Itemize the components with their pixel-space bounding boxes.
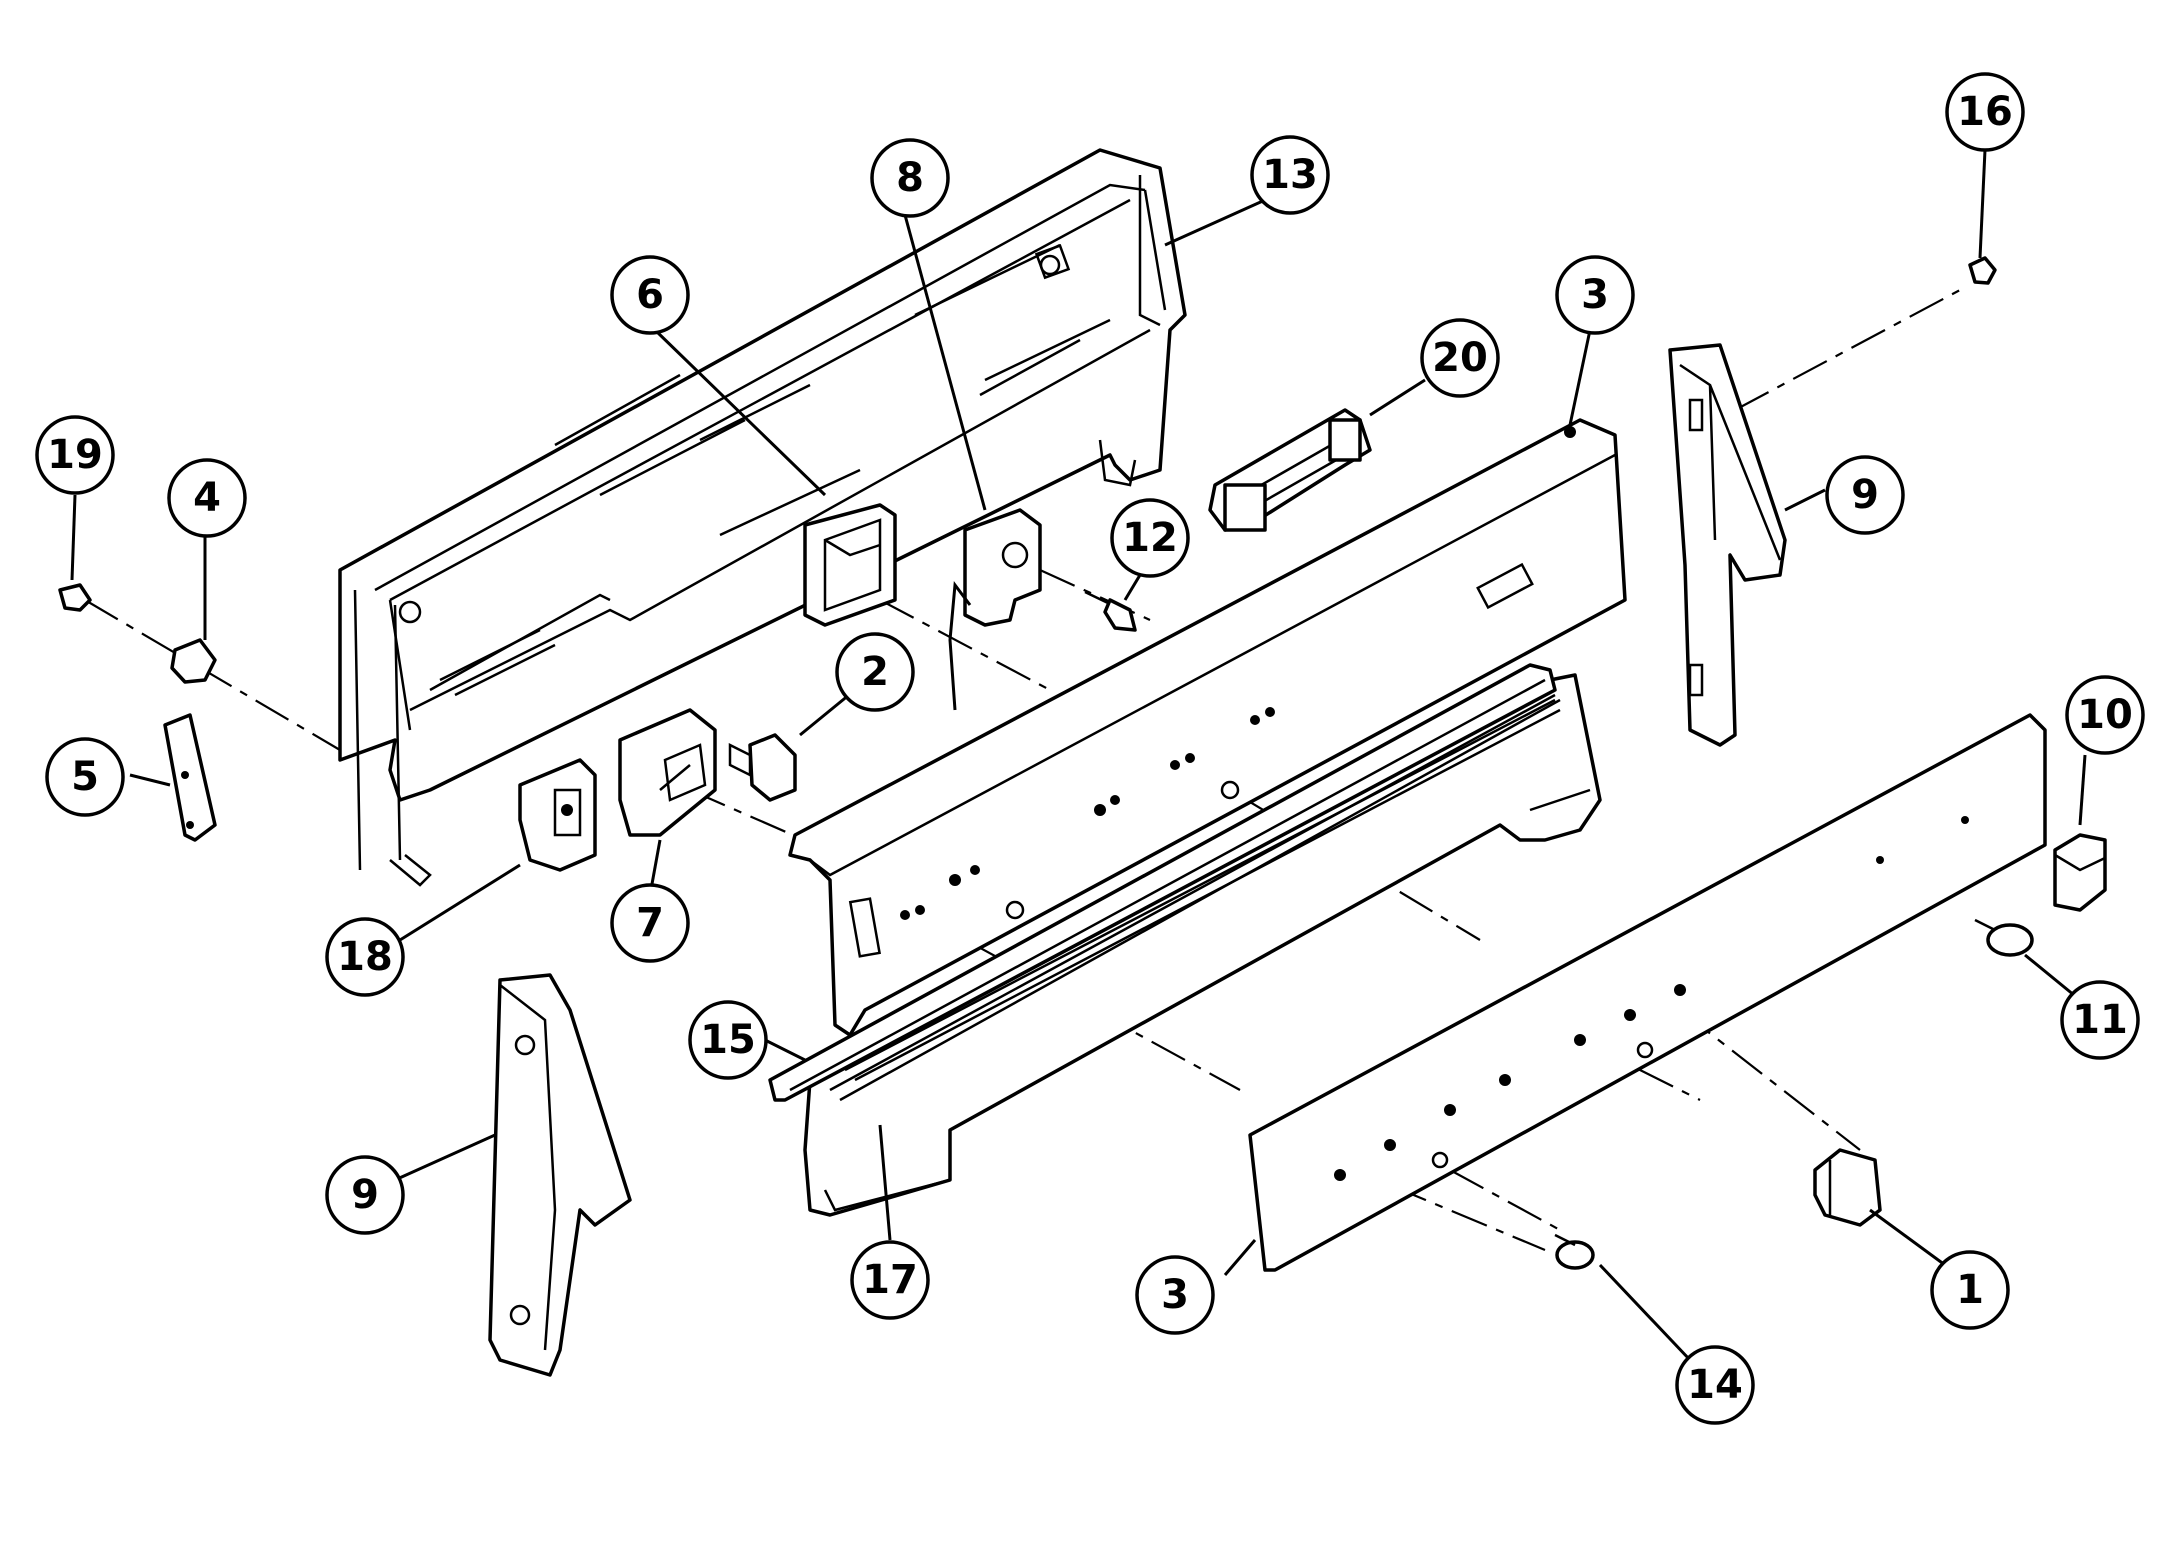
callout-15: 15 <box>688 1000 768 1080</box>
callout-1: 1 <box>1930 1250 2010 1330</box>
callout-circle <box>1825 455 1905 535</box>
callout-20: 20 <box>1420 318 1500 398</box>
callout-circle <box>167 458 247 538</box>
callout-13: 13 <box>1250 135 1330 215</box>
callout-circle <box>610 883 690 963</box>
callout-7: 7 <box>610 883 690 963</box>
callout-label: 12 <box>1122 515 1178 561</box>
callout-6: 6 <box>610 255 690 335</box>
callout-label: 4 <box>193 475 221 521</box>
callout-14: 14 <box>1675 1345 1755 1425</box>
callout-label: 18 <box>337 934 393 980</box>
callout-circle <box>1250 135 1330 215</box>
callout-label: 19 <box>47 432 103 478</box>
callout-circle <box>45 737 125 817</box>
callout-circle <box>835 632 915 712</box>
socket-strip-part-20 <box>1208 408 1372 532</box>
callout-circle <box>1945 72 2025 152</box>
callout-label: 17 <box>862 1257 918 1303</box>
callout-label: 14 <box>1687 1362 1743 1408</box>
switch-part-7 <box>618 708 717 837</box>
callout-3-top: 3 <box>1555 255 1635 335</box>
screw-part-12 <box>1084 590 1137 632</box>
callout-label: 10 <box>2077 692 2133 738</box>
callout-label: 6 <box>636 272 664 318</box>
callout-5: 5 <box>45 737 125 817</box>
callout-circle <box>1930 1250 2010 1330</box>
callout-circle <box>870 138 950 218</box>
callout-circle <box>1675 1345 1755 1425</box>
callout-circle <box>2065 675 2145 755</box>
callout-label: 20 <box>1432 335 1488 381</box>
callout-2: 2 <box>835 632 915 712</box>
callout-label: 16 <box>1957 89 2013 135</box>
end-cap-part-9-left <box>488 973 632 1377</box>
switch-part-2 <box>728 733 797 802</box>
callout-label: 5 <box>71 754 99 800</box>
callout-3-bottom: 3 <box>1135 1255 1215 1335</box>
callout-label: 3 <box>1581 272 1609 318</box>
callout-16: 16 <box>1945 72 2025 152</box>
callout-circle <box>610 255 690 335</box>
callout-circle <box>325 917 405 997</box>
callout-circle <box>1420 318 1500 398</box>
callout-4: 4 <box>167 458 247 538</box>
callout-12: 12 <box>1110 498 1190 578</box>
element-part-8 <box>948 508 1042 711</box>
callout-17: 19 <box>35 415 115 495</box>
bracket-part-6 <box>803 503 897 627</box>
callout-label: 9 <box>1851 472 1879 518</box>
callout-label: 3 <box>1161 1272 1189 1318</box>
small-parts-left <box>58 583 217 842</box>
lower-trim-part-18 <box>768 663 1602 1217</box>
callout-label: 1 <box>1956 1267 1984 1313</box>
callout-label: 7 <box>636 900 664 946</box>
rear-control-panel-part <box>338 148 1187 887</box>
lower-panel-part-3 <box>1248 713 2047 1272</box>
callout-9-right: 9 <box>1825 455 1905 535</box>
callout-circle <box>35 415 115 495</box>
callout-8: 8 <box>870 138 950 218</box>
callout-label: 9 <box>351 1172 379 1218</box>
callout-label: 13 <box>1262 152 1318 198</box>
callout-circle <box>688 1000 768 1080</box>
callout-10: 10 <box>2065 675 2145 755</box>
callout-circle <box>325 1155 405 1235</box>
callout-circle <box>850 1240 930 1320</box>
callout-label: 11 <box>2072 997 2128 1043</box>
callout-label: 8 <box>896 155 924 201</box>
callout-circle <box>1110 498 1190 578</box>
callout-circle <box>2060 980 2140 1060</box>
callout-19: 18 <box>325 917 405 997</box>
callout-18: 17 <box>850 1240 930 1320</box>
small-parts-right <box>1554 256 2107 1270</box>
callout-11: 11 <box>2060 980 2140 1060</box>
callout-circle <box>1555 255 1635 335</box>
callout-circle <box>1135 1255 1215 1335</box>
callout-9-left: 9 <box>325 1155 405 1235</box>
callout-label: 2 <box>861 649 889 695</box>
switch-part-19 <box>518 758 597 872</box>
end-cap-part-9-right <box>1668 343 1787 747</box>
callout-label: 15 <box>700 1017 756 1063</box>
